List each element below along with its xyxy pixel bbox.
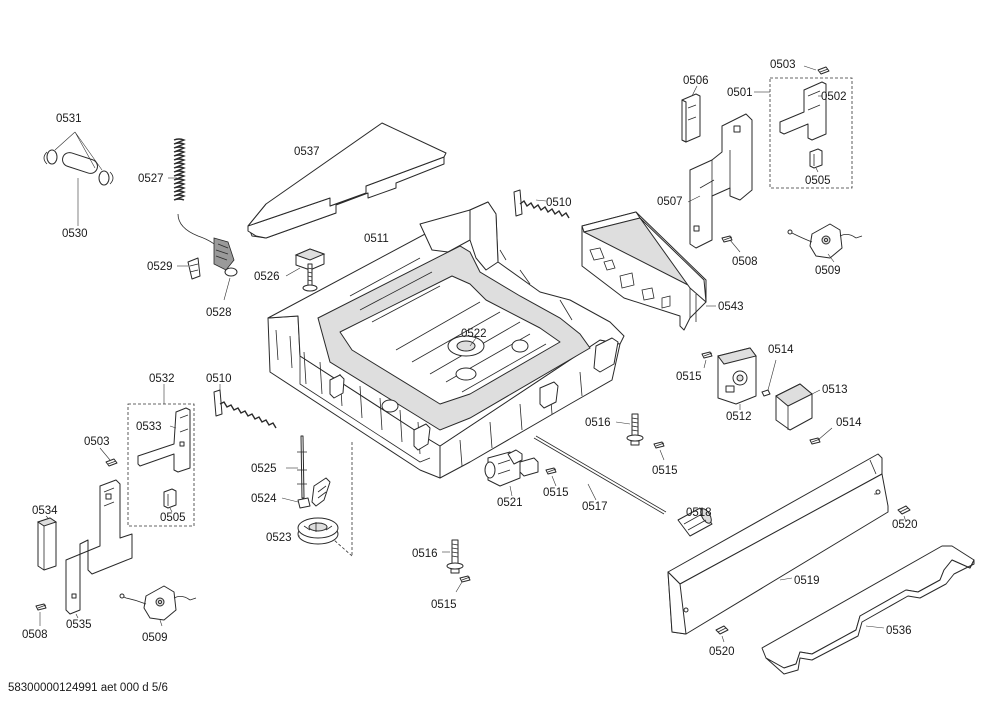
label-0523: 0523 [266, 532, 292, 544]
label-0520: 0520 [892, 519, 918, 531]
label-0514: 0514 [836, 417, 862, 429]
label-0543: 0543 [718, 301, 744, 313]
part-0517-rod [533, 435, 667, 515]
part-0510-spring-left [213, 384, 277, 429]
part-0536-strip [761, 545, 975, 675]
label-0503: 0503 [84, 436, 110, 448]
label-0518: 0518 [686, 507, 712, 519]
part-0510-spring-top [513, 189, 570, 219]
label-0509: 0509 [142, 632, 168, 644]
label-0528: 0528 [206, 307, 232, 319]
label-0510: 0510 [206, 373, 232, 385]
document-footer-id: 58300000124991 aet 000 d 5/6 [8, 682, 168, 694]
label-0514: 0514 [768, 344, 794, 356]
group-0532-box [127, 384, 195, 527]
label-0522: 0522 [461, 328, 487, 340]
part-0503-screw-top [803, 65, 830, 75]
part-0516-bolt-top [615, 413, 644, 446]
part-0512-switch [717, 347, 757, 410]
part-0523-float [297, 517, 339, 545]
part-0528-coupling [213, 237, 238, 301]
part-0509-actuator-left [119, 585, 197, 627]
label-0525: 0525 [251, 463, 277, 475]
label-0508: 0508 [22, 629, 48, 641]
label-0520: 0520 [709, 646, 735, 658]
label-0505: 0505 [160, 512, 186, 524]
label-0501: 0501 [727, 87, 753, 99]
label-0535: 0535 [66, 619, 92, 631]
part-0526-fitting [285, 248, 326, 292]
part-0518-knob [677, 507, 713, 537]
part-0503-screw-left [99, 447, 118, 467]
label-0515: 0515 [543, 487, 569, 499]
label-0526: 0526 [254, 271, 280, 283]
part-0524-lever [281, 477, 331, 509]
part-0527-hose [168, 138, 225, 255]
label-0503: 0503 [770, 59, 796, 71]
part-0514-screw-top [761, 359, 777, 397]
part-0514-screw-bottom [809, 427, 833, 445]
label-0534: 0534 [32, 505, 58, 517]
label-0515: 0515 [652, 465, 678, 477]
label-0506: 0506 [683, 75, 709, 87]
part-0505-clip-left [163, 488, 177, 513]
label-0509: 0509 [815, 265, 841, 277]
part-0515-screw-mid [701, 351, 713, 369]
label-0502: 0502 [821, 91, 847, 103]
part-0506-bracket [681, 85, 701, 143]
part-0502-bracket [779, 81, 827, 141]
label-0517: 0517 [582, 501, 608, 513]
part-0515-screw-center [653, 441, 665, 461]
leader-0522 [469, 337, 477, 347]
label-0532: 0532 [149, 373, 175, 385]
group-0501-box [754, 77, 853, 189]
part-0511-base [267, 201, 625, 479]
part-0507-mount [687, 113, 753, 249]
part-0535-mount [65, 479, 133, 619]
part-0508-screw-top [721, 235, 741, 253]
label-0516: 0516 [412, 548, 438, 560]
label-0507: 0507 [657, 196, 683, 208]
label-0519: 0519 [794, 575, 820, 587]
part-0533-bracket [137, 407, 191, 473]
label-0529: 0529 [147, 261, 173, 273]
part-0520-screw-bottom [715, 625, 729, 643]
label-0505: 0505 [805, 175, 831, 187]
label-0516: 0516 [585, 417, 611, 429]
label-0515: 0515 [431, 599, 457, 611]
label-0530: 0530 [62, 228, 88, 240]
label-0512: 0512 [726, 411, 752, 423]
part-0520-screw-top [897, 505, 911, 523]
part-0513-cover [775, 383, 821, 431]
label-0508: 0508 [732, 256, 758, 268]
part-0534-cover [36, 515, 58, 571]
label-0513: 0513 [822, 384, 848, 396]
part-0509-actuator-right [787, 223, 863, 263]
label-0521: 0521 [497, 497, 523, 509]
part-0508-screw-left [35, 603, 47, 626]
part-0537-cover-plate [247, 122, 447, 239]
part-0530-tube [43, 131, 114, 226]
part-0543-control-module [581, 211, 716, 331]
assembly-line-float [333, 442, 353, 557]
part-0525-rod [286, 435, 307, 499]
part-0521-valve [484, 449, 539, 497]
part-0515-screw-bottom [455, 575, 471, 593]
label-0537: 0537 [294, 146, 320, 158]
callout-labels: 0503 0501 0502 0506 0505 0507 0508 0509 … [22, 59, 918, 658]
label-0511: 0511 [364, 233, 389, 245]
part-0515-screw-valve [545, 467, 557, 487]
label-0533: 0533 [136, 421, 162, 433]
part-0519-kickplate [667, 453, 889, 635]
label-0527: 0527 [138, 173, 164, 185]
label-0536: 0536 [886, 625, 912, 637]
part-0529-clip [177, 257, 201, 280]
label-0524: 0524 [251, 493, 277, 505]
label-0531: 0531 [56, 113, 82, 125]
label-0510: 0510 [546, 197, 572, 209]
part-0505-clip-top [809, 148, 823, 173]
part-0516-bolt-bottom [442, 539, 464, 574]
label-0515: 0515 [676, 371, 702, 383]
